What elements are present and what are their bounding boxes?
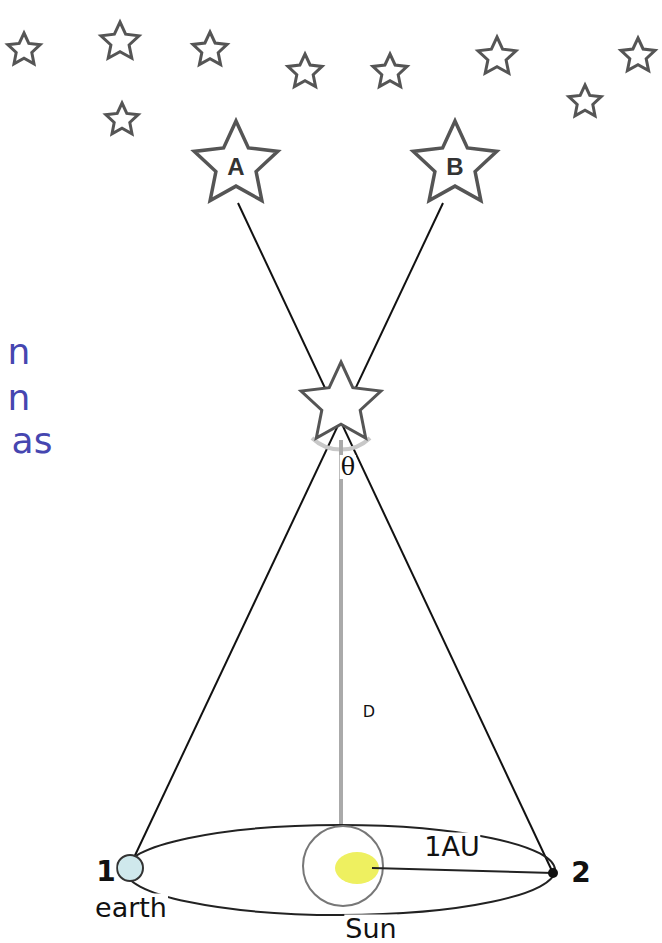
slide-text: n [7,380,32,416]
radius-line [372,868,553,873]
star-node: A [189,116,283,210]
sight-line [130,203,443,866]
sun-label: Sun [344,915,397,942]
near-star [301,362,381,438]
background-star [569,85,601,116]
star-letter: B [446,155,463,179]
background-star [478,37,516,73]
earth-label: earth [94,894,168,921]
background-star [621,38,655,71]
angle-label: θ [340,455,356,479]
sight-line [238,203,553,873]
background-star [288,54,322,87]
slide-text: n [7,334,32,370]
distance-line [339,440,343,826]
sun-outline [303,826,383,906]
distance-label: D [362,704,376,720]
position-number: 2 [570,859,591,887]
position-number: 1 [95,858,116,886]
star-node: B [408,116,502,210]
position-dot [548,868,558,878]
earth-orbit [125,825,555,915]
background-star [106,103,138,134]
background-stars [8,22,655,134]
dimension-label: 1AU [423,833,480,860]
earth-symbol [117,855,143,881]
star-letter: A [227,155,244,179]
slide-text: as [11,423,54,459]
background-star [193,32,227,65]
background-star [373,54,407,87]
background-star [8,33,40,64]
background-star [101,22,139,58]
